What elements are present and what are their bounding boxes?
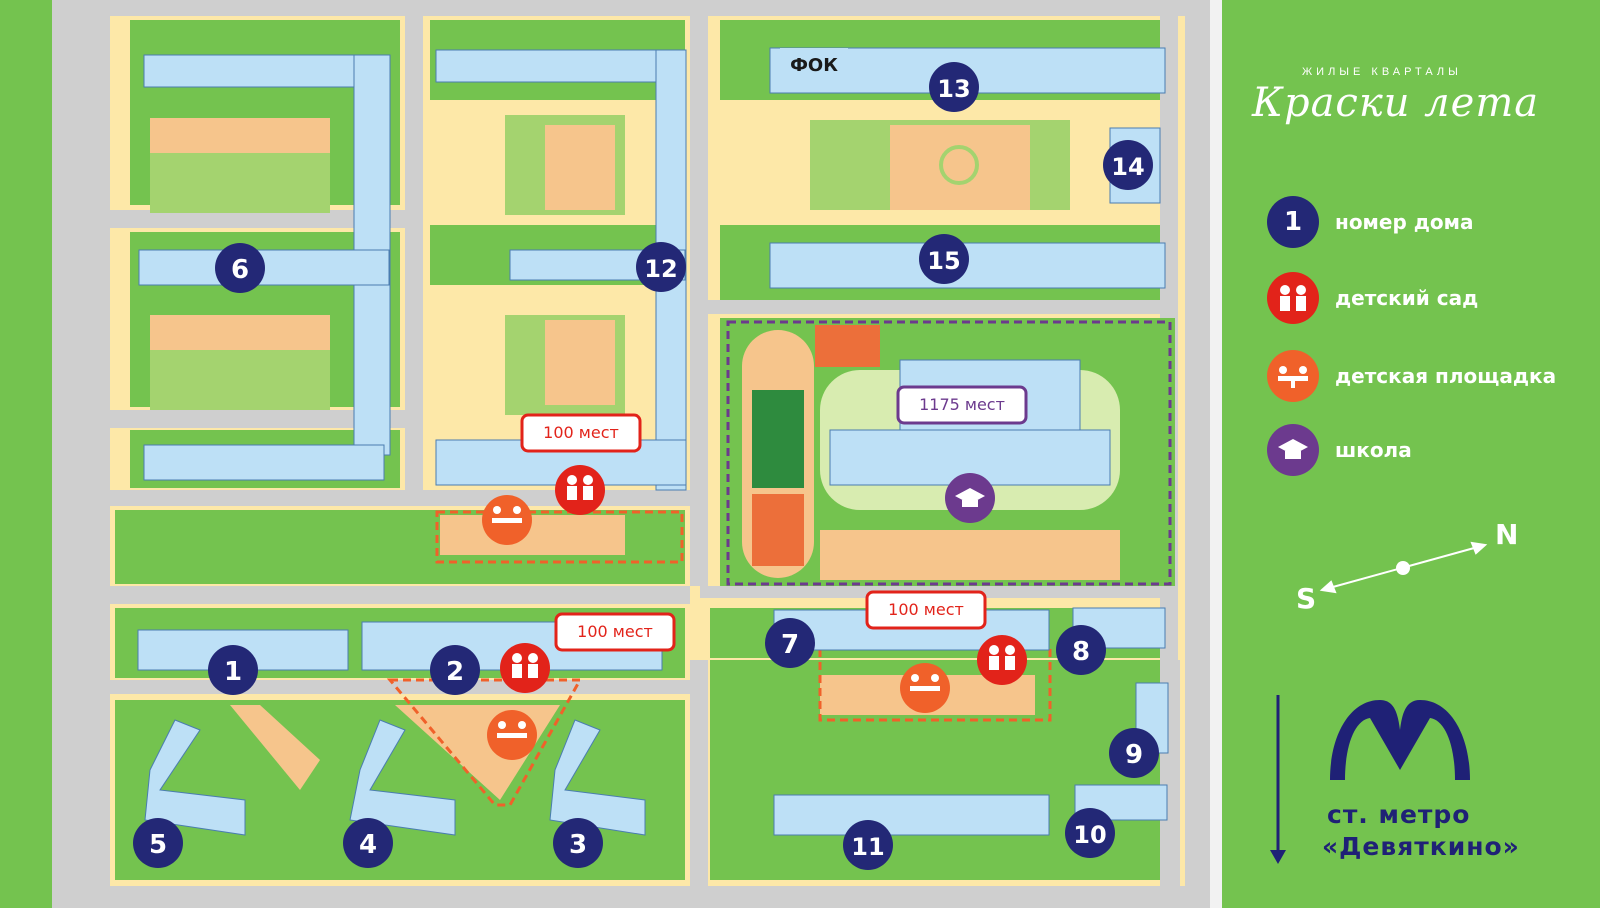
- roads: [52, 0, 1210, 908]
- metro-station-line1: ст. метро: [1327, 800, 1471, 829]
- house-number-6: 6: [231, 255, 249, 285]
- house-marker-13: 13: [929, 62, 979, 112]
- capacity-label-kg7: 100 мест: [865, 590, 987, 630]
- legend-item-playground: детская площадка: [1267, 350, 1556, 402]
- house-marker-11: 11: [843, 820, 893, 870]
- courtyards: [150, 115, 1070, 800]
- legend-item-school: школа: [1267, 424, 1412, 476]
- house-number-1: 1: [224, 657, 242, 687]
- house-number-15: 15: [927, 247, 960, 275]
- house-marker-4: 4: [343, 818, 393, 868]
- legend-label: школа: [1335, 438, 1412, 462]
- house-marker-15: 15: [919, 234, 969, 284]
- compass-south-label: S: [1296, 582, 1317, 615]
- house-number-13: 13: [937, 75, 970, 103]
- house-number-3: 3: [569, 830, 587, 860]
- house-marker-7: 7: [765, 618, 815, 668]
- compass-north-label: N: [1495, 518, 1519, 551]
- panel-divider: [1210, 0, 1222, 908]
- house-marker-1: 1: [208, 645, 258, 695]
- buildings: [137, 47, 1169, 836]
- school-icon: [1267, 424, 1319, 476]
- kindergarten-icon: [555, 465, 605, 515]
- house-marker-14: 14: [1103, 140, 1153, 190]
- legend-label: детский сад: [1335, 286, 1479, 310]
- svg-text:100 мест: 100 мест: [543, 423, 619, 442]
- legend-label: детская площадка: [1335, 364, 1557, 388]
- svg-text:100 мест: 100 мест: [888, 600, 964, 619]
- house-marker-6: 6: [215, 243, 265, 293]
- kindergarten-markers: [500, 465, 1027, 693]
- house-number-7: 7: [781, 630, 799, 660]
- legend-label: номер дома: [1335, 210, 1474, 234]
- house-markers: 1 2 3 4 5 6 7 8 9 10 11 12 13 14 15: [133, 62, 1159, 870]
- playground-icon: [900, 663, 950, 713]
- house-number-icon: 1: [1267, 196, 1319, 248]
- fok-label: ФОК: [790, 55, 838, 76]
- house-marker-3: 3: [553, 818, 603, 868]
- capacity-label-kg2: 100 мест: [554, 612, 676, 652]
- compass-arrow: [1319, 541, 1488, 594]
- house-number-11: 11: [851, 833, 884, 861]
- house-marker-9: 9: [1109, 728, 1159, 778]
- house-marker-8: 8: [1056, 625, 1106, 675]
- kindergarten-icon: [977, 635, 1027, 685]
- metro-logo: [1330, 700, 1470, 780]
- school-icon: [945, 473, 995, 523]
- kindergarten-icon: [500, 643, 550, 693]
- house-number-12: 12: [644, 255, 677, 283]
- kindergarten-icon: [1267, 272, 1319, 324]
- house-number-5: 5: [149, 830, 167, 860]
- house-number-14: 14: [1111, 153, 1144, 181]
- house-number-10: 10: [1073, 821, 1106, 849]
- legend-item-kindergarten: детский сад: [1267, 272, 1478, 324]
- house-number-8: 8: [1072, 637, 1090, 667]
- playground-markers: [482, 495, 950, 760]
- playground-icon: [487, 710, 537, 760]
- legend-panel: ЖИЛЫЕ КВАРТАЛЫ Краски лета 1 номер дома …: [1222, 0, 1600, 908]
- house-marker-10: 10: [1065, 808, 1115, 858]
- playground-icon: [482, 495, 532, 545]
- metro-station-name: «Девяткино»: [1322, 832, 1520, 861]
- house-number-2: 2: [446, 657, 464, 687]
- playground-icon: [1267, 350, 1319, 402]
- svg-text:100 мест: 100 мест: [577, 622, 653, 641]
- south-arrow: [1270, 695, 1286, 864]
- house-number-4: 4: [359, 830, 377, 860]
- house-number-9: 9: [1125, 740, 1143, 770]
- house-marker-2: 2: [430, 645, 480, 695]
- brand-name: Краски лета: [1252, 80, 1540, 126]
- house-marker-5: 5: [133, 818, 183, 868]
- capacity-label-school: 1175 мест: [896, 385, 1028, 425]
- capacity-label-kg12: 100 мест: [520, 413, 642, 453]
- brand-subtitle: ЖИЛЫЕ КВАРТАЛЫ: [1302, 66, 1462, 78]
- house-marker-12: 12: [636, 242, 686, 292]
- legend-item-house-number: 1 номер дома: [1267, 196, 1474, 248]
- svg-text:1175 мест: 1175 мест: [919, 395, 1005, 414]
